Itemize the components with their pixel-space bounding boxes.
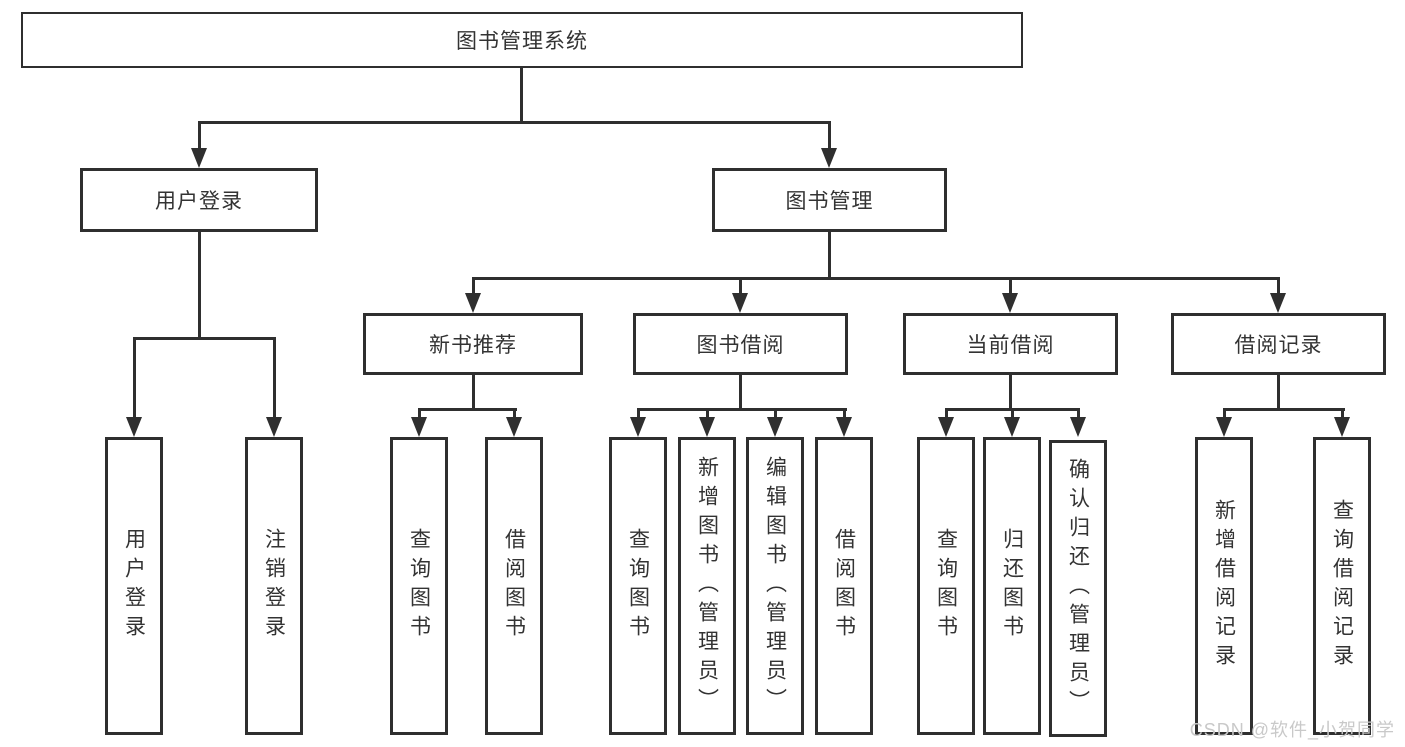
node-library-management-system: 图书管理系统: [21, 12, 1023, 68]
watermark: CSDN @软件_小贺同学: [1189, 720, 1395, 740]
node-borrowing-borrow-books: 借阅图书: [815, 437, 873, 735]
node-label: 新增借阅记录: [1212, 499, 1236, 673]
node-borrowing-records: 借阅记录: [1171, 313, 1386, 375]
node-label: 借阅图书: [502, 528, 526, 644]
connector-vline: [828, 232, 831, 277]
node-label: 编辑图书（管理员）: [763, 455, 787, 717]
connector-stem: [273, 337, 276, 419]
node-book-borrowing: 图书借阅: [633, 313, 848, 375]
connector-stem: [1277, 277, 1280, 295]
arrowhead-down-icon: [938, 417, 954, 437]
arrowhead-down-icon: [1070, 417, 1086, 437]
node-label: 确认归还（管理员）: [1066, 458, 1090, 719]
connector-stem: [513, 408, 516, 419]
connector-stem: [739, 277, 742, 295]
connector-stem: [945, 408, 948, 419]
node-user-login: 用户登录: [105, 437, 163, 735]
node-add-borrow-record: 新增借阅记录: [1195, 437, 1253, 735]
connector-vline: [198, 232, 201, 337]
connector-hline: [133, 337, 276, 340]
connector-stem: [706, 408, 709, 419]
arrowhead-down-icon: [732, 293, 748, 313]
node-recommend-query-books: 查询图书: [390, 437, 448, 735]
arrowhead-down-icon: [266, 417, 282, 437]
node-label: 查询图书: [626, 528, 650, 644]
node-label: 新增图书（管理员）: [695, 455, 719, 717]
connector-stem: [1009, 277, 1012, 295]
node-current-borrowing: 当前借阅: [903, 313, 1118, 375]
node-label: 借阅图书: [832, 528, 856, 644]
node-label: 查询借阅记录: [1330, 499, 1354, 673]
connector-hline: [198, 121, 831, 124]
arrowhead-down-icon: [1002, 293, 1018, 313]
node-logout: 注销登录: [245, 437, 303, 735]
node-return-books: 归还图书: [983, 437, 1041, 735]
node-book-management-module: 图书管理: [712, 168, 947, 232]
connector-stem: [637, 408, 640, 419]
node-label: 查询图书: [407, 528, 431, 644]
connector-hline: [1223, 408, 1345, 411]
arrowhead-down-icon: [126, 417, 142, 437]
arrowhead-down-icon: [506, 417, 522, 437]
connector-hline: [472, 277, 1280, 280]
arrowhead-down-icon: [699, 417, 715, 437]
node-label: 归还图书: [1000, 528, 1024, 644]
node-current-query-books: 查询图书: [917, 437, 975, 735]
node-edit-books-admin: 编辑图书（管理员）: [746, 437, 804, 735]
node-label: 查询图书: [934, 528, 958, 644]
node-label: 注销登录: [262, 528, 286, 644]
connector-stem: [843, 408, 846, 419]
connector-vline: [739, 375, 742, 408]
connector-stem: [1223, 408, 1226, 419]
connector-stem: [472, 277, 475, 295]
arrowhead-down-icon: [1216, 417, 1232, 437]
node-user-login-module: 用户登录: [80, 168, 318, 232]
connector-stem: [1077, 408, 1080, 419]
connector-stem: [418, 408, 421, 419]
node-label: 用户登录: [122, 528, 146, 644]
node-confirm-return-admin: 确认归还（管理员）: [1049, 440, 1107, 737]
arrowhead-down-icon: [630, 417, 646, 437]
arrowhead-down-icon: [1334, 417, 1350, 437]
connector-stem: [1011, 408, 1014, 419]
arrowhead-down-icon: [465, 293, 481, 313]
connector-stem: [198, 121, 201, 150]
connector-stem: [133, 337, 136, 419]
arrowhead-down-icon: [1270, 293, 1286, 313]
connector-hline: [418, 408, 517, 411]
connector-vline: [472, 375, 475, 408]
connector-stem: [1341, 408, 1344, 419]
connector-vline: [1009, 375, 1012, 408]
connector-vline: [1277, 375, 1280, 408]
node-add-books-admin: 新增图书（管理员）: [678, 437, 736, 735]
node-query-borrow-record: 查询借阅记录: [1313, 437, 1371, 735]
node-new-book-recommendation: 新书推荐: [363, 313, 583, 375]
arrowhead-down-icon: [411, 417, 427, 437]
arrowhead-down-icon: [1004, 417, 1020, 437]
node-recommend-borrow-books: 借阅图书: [485, 437, 543, 735]
connector-stem: [828, 121, 831, 150]
arrowhead-down-icon: [821, 148, 837, 168]
arrowhead-down-icon: [767, 417, 783, 437]
connector-stem: [774, 408, 777, 419]
arrowhead-down-icon: [836, 417, 852, 437]
arrowhead-down-icon: [191, 148, 207, 168]
node-borrowing-query-books: 查询图书: [609, 437, 667, 735]
connector-hline: [637, 408, 847, 411]
connector-vline: [520, 68, 523, 124]
